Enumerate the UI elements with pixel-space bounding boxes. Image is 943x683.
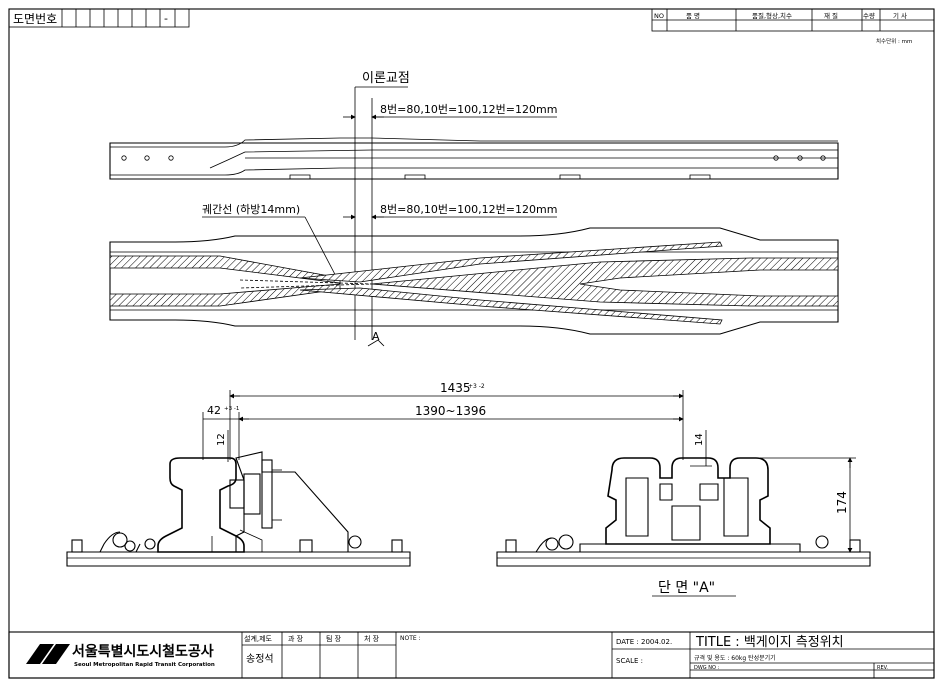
left-chair	[235, 451, 349, 553]
gauge-dimension: 1435	[440, 381, 471, 395]
drawing-number-dash: -	[164, 12, 168, 25]
section-view: 1435 +3 -2 1390~1396 42 +3 -1 12	[66, 381, 871, 597]
section-mark-label: A	[372, 330, 380, 343]
gauge-line-label: 궤간선 (하방14mm)	[202, 202, 300, 216]
note-label: NOTE :	[400, 635, 421, 642]
wing-rail-left-upper	[109, 255, 341, 284]
parts-table: NO 품 명 품질,형상,치수 재 질 수량 기 사	[651, 8, 935, 32]
left-baseplate	[66, 551, 411, 567]
parts-no-header: NO	[654, 12, 664, 20]
unit-note: 치수단위 : mm	[876, 37, 912, 45]
plate-bolt-holes-right	[773, 155, 826, 161]
drawing-number-box: 도면번호 -	[8, 8, 190, 28]
gauge-tolerance: +3 -2	[468, 383, 485, 390]
left-clips	[71, 531, 403, 553]
inner-dimension: 1390~1396	[415, 404, 486, 418]
theory-point-label: 이론교점	[362, 71, 410, 86]
right-clips	[505, 534, 861, 553]
section-title: 단 면 "A"	[658, 580, 715, 596]
company-name-en: Seoul Metropolitan Rapid Transit Corpora…	[74, 662, 215, 668]
scale-label: SCALE :	[616, 657, 643, 665]
diverging-rail-lower	[299, 287, 723, 325]
wing-rail-left-lower	[109, 283, 341, 307]
rev-label: REV.	[877, 665, 888, 671]
dimension-top-label: 8번=80,10번=100,12번=120mm	[380, 103, 557, 116]
parts-name-header: 품 명	[686, 11, 700, 20]
left-rail-section	[157, 457, 245, 553]
height-174-dimension: 174	[835, 491, 849, 514]
height-12-dimension: 12	[216, 433, 227, 446]
company-logo	[26, 644, 70, 664]
approval-designer: 설계,제도	[244, 634, 273, 643]
dimension-mid-label: 8번=80,10번=100,12번=120mm	[380, 203, 557, 216]
parts-spec-header: 품질,형상,치수	[752, 11, 792, 20]
parts-qty-header: 수량	[863, 12, 875, 20]
dwg-no-label: DWG NO :	[694, 665, 720, 671]
right-baseplate	[496, 551, 871, 567]
height-14-dimension: 14	[694, 433, 705, 446]
approval-manager: 과 장	[288, 634, 304, 643]
designer-name: 송정석	[246, 653, 274, 665]
spec-label: 규격 및 용도 : 60kg 탄성분기기	[694, 654, 776, 662]
drawing-number-label: 도면번호	[13, 12, 57, 26]
plan-view: 이론교점 8번=80,10번=100,12번=120mm 8번=80,10	[109, 71, 839, 347]
parts-material-header: 재 질	[824, 12, 838, 20]
drawing-title: TITLE : 백게이지 측정위치	[695, 635, 844, 650]
date-label: DATE : 2004.02.	[616, 638, 672, 646]
flange-tolerance: +3 -1	[224, 406, 239, 412]
approval-director: 처 장	[364, 634, 380, 643]
flange-dimension: 42	[207, 404, 221, 417]
plate-bolt-holes-left	[121, 155, 174, 161]
nose-rail-section	[605, 457, 771, 545]
diverging-rail-upper	[299, 241, 723, 283]
title-block: 서울특별시도시철도공사 Seoul Metropolitan Rapid Tra…	[8, 631, 935, 679]
nose-rail	[371, 257, 839, 307]
approval-team-lead: 팀 장	[326, 634, 342, 643]
parts-note-header: 기 사	[893, 11, 907, 20]
company-name-ko: 서울특별시도시철도공사	[72, 643, 214, 660]
